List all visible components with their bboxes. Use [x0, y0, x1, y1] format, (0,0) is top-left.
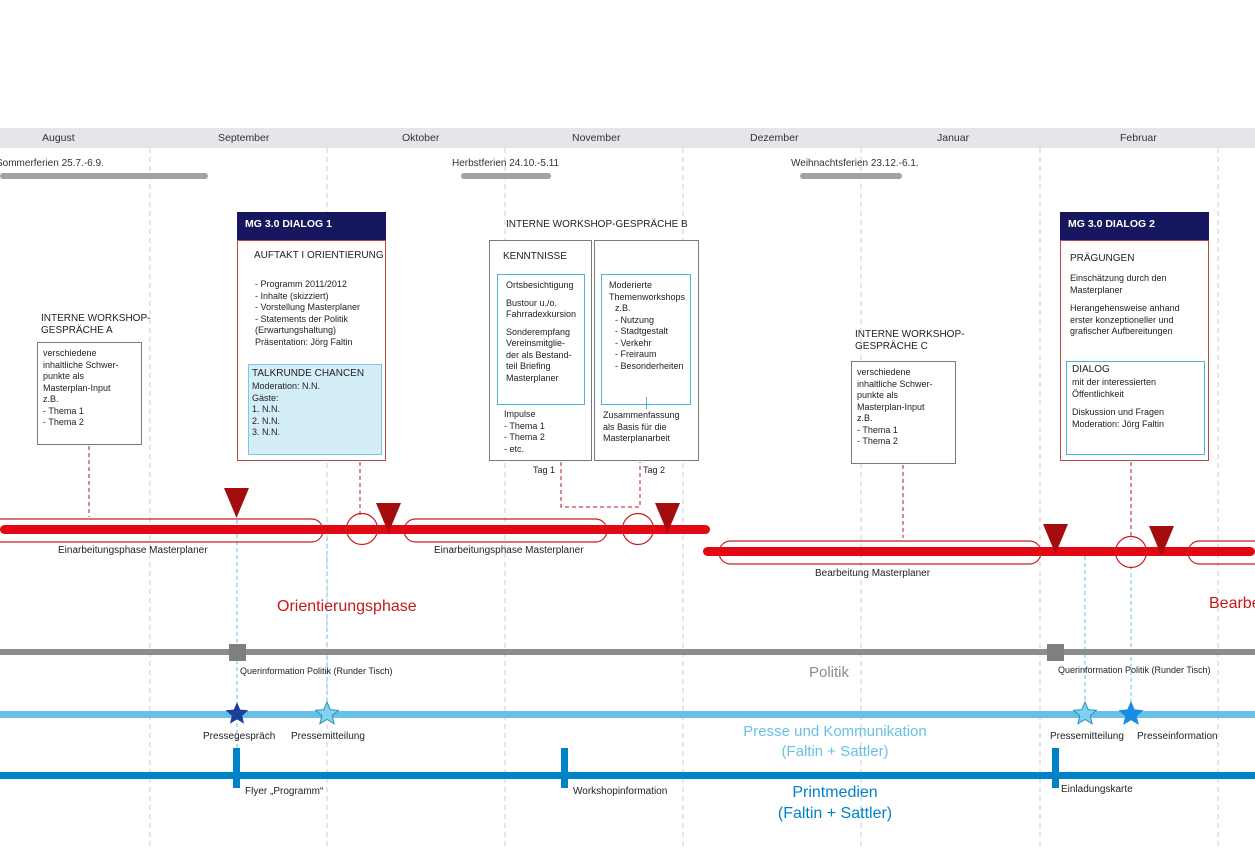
print-event-flyer: Flyer „Programm“: [245, 786, 324, 797]
day2-label: Tag 2: [643, 465, 666, 475]
dialog2-title: PRÄGUNGEN: [1070, 253, 1135, 264]
phase1-label: Einarbeitungsphase Masterplaner: [58, 545, 208, 556]
holiday-autumn-bar: [461, 173, 551, 179]
print-label: Printmedien(Faltin + Sattler): [777, 784, 893, 822]
month-februar: Februar: [1120, 132, 1157, 144]
month-september: September: [218, 132, 270, 144]
star-icon: [1118, 701, 1144, 725]
politik-marker: [1047, 644, 1064, 661]
month-dezember: Dezember: [750, 132, 799, 144]
holiday-summer: Sommerferien 25.7.-6.9.: [0, 158, 104, 169]
month-november: November: [572, 132, 621, 144]
event-marker-triangle: [1043, 524, 1068, 554]
workshop-b-day1-title: KENNTNISSE: [503, 251, 567, 262]
press-event-pressegespraech: Pressegespräch: [203, 731, 276, 742]
print-line: [0, 772, 1255, 779]
dialog2-header: MG 3.0 DIALOG 2: [1060, 212, 1209, 240]
phase-bar-2: [703, 547, 1255, 556]
dialog2-dialog-box: [1066, 361, 1205, 455]
month-august: August: [42, 132, 75, 144]
next-phase-label: Bearbe: [1209, 595, 1255, 612]
dialog1-header: MG 3.0 DIALOG 1: [237, 212, 386, 240]
star-icon: [314, 700, 340, 725]
print-marker: [1052, 748, 1059, 788]
talkrunde-box: [248, 364, 382, 455]
workshop-b-day2-box: [594, 240, 699, 461]
print-marker: [233, 748, 240, 788]
phase-outline-3: [718, 540, 1042, 565]
event-marker-triangle: [1149, 526, 1174, 556]
event-marker-triangle: [655, 503, 680, 533]
press-label: Presse und Kommunikation(Faltin + Sattle…: [743, 723, 927, 760]
print-event-einladung: Einladungskarte: [1061, 784, 1133, 795]
dialog1-list: - Programm 2011/2012- Inhalte (skizziert…: [255, 279, 361, 347]
politik-line: [0, 649, 1255, 655]
print-marker: [561, 748, 568, 788]
workshop-b-day1-bottom: Impulse- Thema 1 - Thema 2- etc.: [504, 409, 545, 454]
print-event-workshopinfo: Workshopinformation: [573, 786, 668, 797]
dialog2-box: [1060, 240, 1209, 461]
phase-outline-1: [0, 518, 324, 543]
dialog2-dialog-title: DIALOG: [1072, 364, 1110, 375]
workshop-a-title: INTERNE WORKSHOP-GESPRÄCHE A: [41, 313, 151, 336]
orientation-phase-label: Orientierungsphase: [277, 598, 417, 615]
politik-query-1: Querinformation Politik (Runder Tisch): [240, 666, 393, 676]
star-icon: [1072, 700, 1098, 725]
milestone-circle: [1114, 535, 1148, 569]
event-marker-triangle: [224, 488, 249, 518]
month-januar: Januar: [937, 132, 970, 144]
holiday-christmas-bar: [800, 173, 902, 179]
connector-workshop-b: [560, 462, 641, 508]
workshop-b-day1-box: [489, 240, 592, 461]
talkrunde-title: TALKRUNDE CHANCEN: [252, 368, 365, 379]
politik-query-2: Querinformation Politik (Runder Tisch): [1058, 665, 1211, 675]
press-event-pressemitteilung-2: Pressemitteilung: [1050, 731, 1124, 742]
phase2-label: Einarbeitungsphase Masterplaner: [434, 545, 584, 556]
holiday-autumn: Herbstferien 24.10.-5.11: [452, 158, 560, 169]
holiday-summer-bar: [0, 173, 208, 179]
politik-marker: [229, 644, 246, 661]
milestone-circle: [345, 512, 379, 546]
event-marker-triangle: [376, 503, 401, 533]
presse-line: [0, 711, 1255, 718]
star-icon: [225, 702, 249, 724]
workshop-b-title: INTERNE WORKSHOP-GESPRÄCHE B: [506, 219, 688, 230]
day2-connector: [646, 397, 647, 409]
talkrunde-list: Moderation: N.N.Gäste: 1. N.N.2. N.N. 3.…: [252, 381, 321, 437]
holiday-christmas: Weihnachtsferien 23.12.-6.1.: [791, 158, 919, 169]
press-event-pressemitteilung: Pressemitteilung: [291, 731, 365, 742]
workshop-c-title: INTERNE WORKSHOP-GESPRÄCHE C: [855, 329, 965, 352]
day1-label: Tag 1: [533, 465, 556, 475]
press-event-presseinformation: Presseinformation: [1137, 731, 1218, 742]
month-band: [0, 128, 1255, 148]
phase-outline-2: [403, 518, 608, 543]
workshop-b-day1-inner: Ortsbesichtigung Bustour u./o.Fahrradexk…: [497, 274, 585, 405]
politik-label: Politik: [809, 664, 850, 681]
month-oktober: Oktober: [402, 132, 440, 144]
phase3-label: Bearbeitung Masterplaner: [815, 568, 931, 579]
milestone-circle: [621, 512, 655, 546]
phase-bar-1: [0, 525, 710, 534]
phase-outline-4: [1187, 540, 1255, 565]
dialog1-title: AUFTAKT I ORIENTIERUNG: [254, 250, 384, 261]
